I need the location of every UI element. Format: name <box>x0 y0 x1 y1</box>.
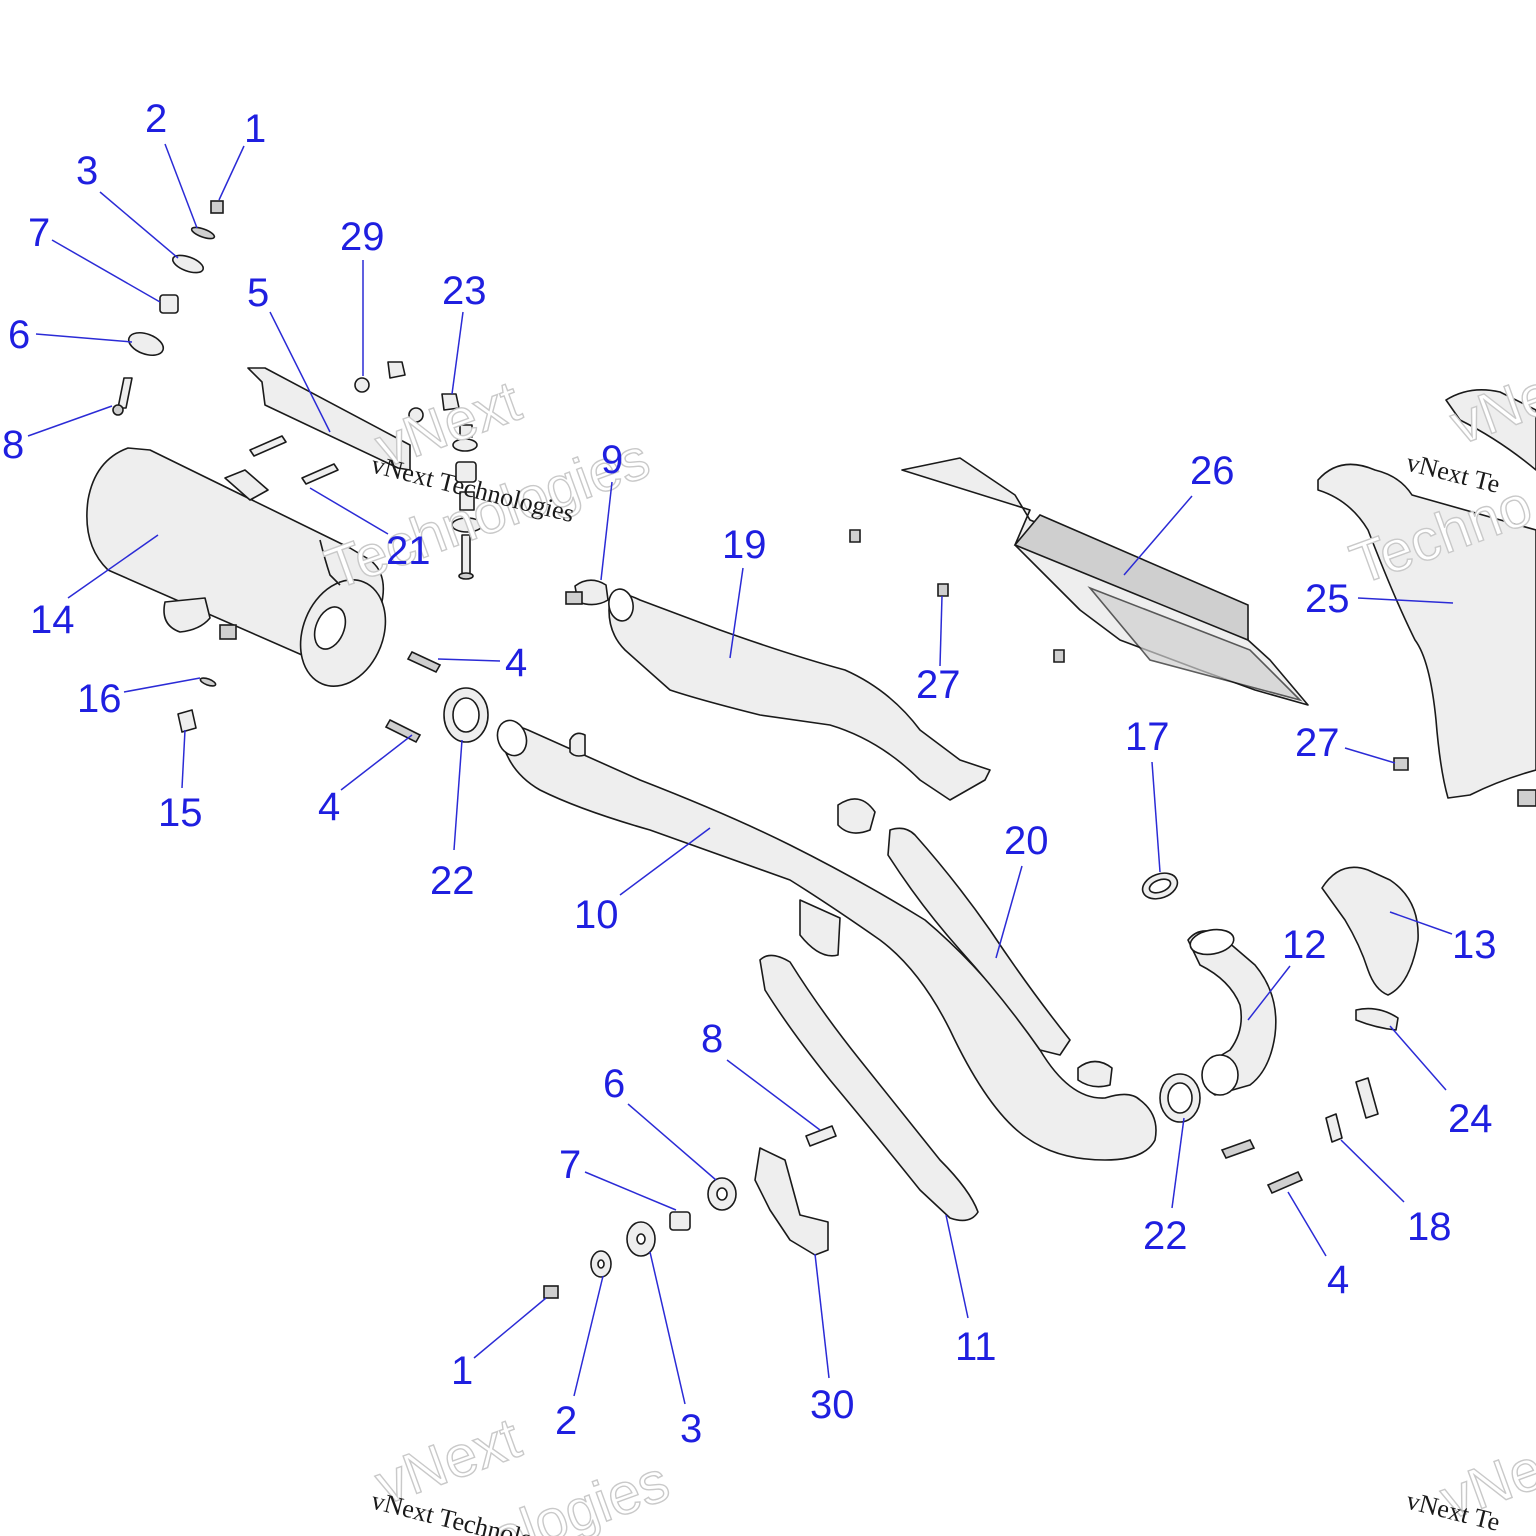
callout-13: 13 <box>1452 923 1497 967</box>
leader-lines <box>27 143 1454 1405</box>
part-23-washer <box>408 407 424 423</box>
part-15-cap <box>177 709 197 733</box>
part-29-washer <box>354 377 370 393</box>
part-12-outlet <box>1201 1054 1239 1096</box>
callout-4: 4 <box>1327 1258 1349 1302</box>
callout-20: 20 <box>1004 819 1049 863</box>
callout-7: 7 <box>559 1143 581 1187</box>
callout-11: 11 <box>955 1325 997 1369</box>
callout-22: 22 <box>1143 1214 1188 1258</box>
part-clamp-mid <box>837 798 876 834</box>
callout-8: 8 <box>2 423 24 467</box>
callout-2: 2 <box>145 97 167 141</box>
part-10-head-pipe <box>499 725 1157 1161</box>
part-29-grommet <box>387 361 406 379</box>
part-isolator-stack <box>451 424 483 580</box>
callout-labels: 1 2 3 7 6 8 5 29 23 14 21 9 19 26 25 16 … <box>2 97 1497 1451</box>
callout-26: 26 <box>1190 449 1235 493</box>
part-26-lower-face <box>1087 586 1303 702</box>
callout-5: 5 <box>247 271 269 315</box>
part-1-nut-bottom <box>543 1285 559 1299</box>
callout-6: 6 <box>8 313 30 357</box>
part-19-end <box>608 588 634 622</box>
part-25-clip <box>1517 789 1536 807</box>
part-24-clamp <box>1355 1007 1399 1031</box>
part-8-bolt-top <box>117 377 133 409</box>
callout-6: 6 <box>603 1062 625 1106</box>
callout-2: 2 <box>555 1399 577 1443</box>
part-clamp-lower <box>1077 1060 1113 1088</box>
callout-30: 30 <box>810 1383 855 1427</box>
part-21-bolt-a <box>249 435 287 457</box>
part-21-bolt-b <box>301 463 339 485</box>
part-16-clip <box>199 677 217 687</box>
watermark-cut-small: vNext Te <box>1404 448 1503 499</box>
part-6-grommet-top <box>127 331 165 357</box>
part-11-heat-shield <box>759 954 979 1222</box>
callout-27: 27 <box>916 663 961 707</box>
callout-27: 27 <box>1295 721 1340 765</box>
callout-22: 22 <box>430 859 475 903</box>
callout-29: 29 <box>340 215 385 259</box>
part-7-bushing-bottom <box>669 1211 691 1231</box>
part-30-bracket <box>754 1147 829 1256</box>
part-18-stud-b <box>1355 1077 1379 1119</box>
callout-4: 4 <box>505 641 527 685</box>
callout-9: 9 <box>601 438 623 482</box>
part-20-heat-shield <box>887 827 1071 1056</box>
callout-14: 14 <box>30 598 75 642</box>
part-4-spring-d <box>1266 1170 1304 1195</box>
callout-24: 24 <box>1448 1097 1493 1141</box>
part-3-washer-top <box>171 254 205 274</box>
part-23-grommet <box>441 393 460 411</box>
callout-25: 25 <box>1305 577 1350 621</box>
callout-3: 3 <box>76 149 98 193</box>
part-9-clamp <box>574 579 609 606</box>
callout-15: 15 <box>158 791 203 835</box>
part-27-screw-a <box>849 529 861 543</box>
part-10-inlet <box>496 719 528 757</box>
part-2-washer-top <box>190 226 216 240</box>
part-12-inlet <box>1189 928 1235 956</box>
part-13-bend-shield <box>1321 866 1419 996</box>
callout-1: 1 <box>244 107 266 151</box>
part-9-clamp-screw <box>565 591 583 605</box>
part-14-muffler <box>86 447 387 687</box>
parts-layer <box>86 200 1536 1299</box>
callout-8: 8 <box>701 1017 723 1061</box>
callout-12: 12 <box>1282 923 1327 967</box>
part-18-stud-a <box>1325 1113 1343 1143</box>
part-4-spring-b <box>384 718 422 744</box>
callout-3: 3 <box>680 1407 702 1451</box>
callout-19: 19 <box>722 523 767 567</box>
part-10-mount-tab <box>799 899 841 957</box>
part-4-spring-a <box>406 650 442 674</box>
callout-21: 21 <box>386 529 431 573</box>
callout-16: 16 <box>77 677 122 721</box>
callout-10: 10 <box>574 893 619 937</box>
part-27-screw-d <box>1393 757 1409 771</box>
part-4-spring-c <box>1220 1139 1256 1159</box>
part-27-screw-b <box>937 583 949 597</box>
part-27-screw-c <box>1053 649 1065 663</box>
callout-1: 1 <box>451 1349 473 1393</box>
part-25-heat-shield <box>1317 463 1536 799</box>
part-5-bracket <box>247 367 411 471</box>
part-26-flange <box>1013 514 1249 642</box>
part-7-bushing-top <box>159 294 179 314</box>
part-1-nut-top <box>210 200 224 214</box>
callout-18: 18 <box>1407 1205 1452 1249</box>
part-8-bolt-bottom <box>805 1125 837 1147</box>
callout-4: 4 <box>318 785 340 829</box>
callout-23: 23 <box>442 269 487 313</box>
part-10-hook <box>569 732 586 757</box>
callout-7: 7 <box>28 211 50 255</box>
callout-17: 17 <box>1125 715 1170 759</box>
